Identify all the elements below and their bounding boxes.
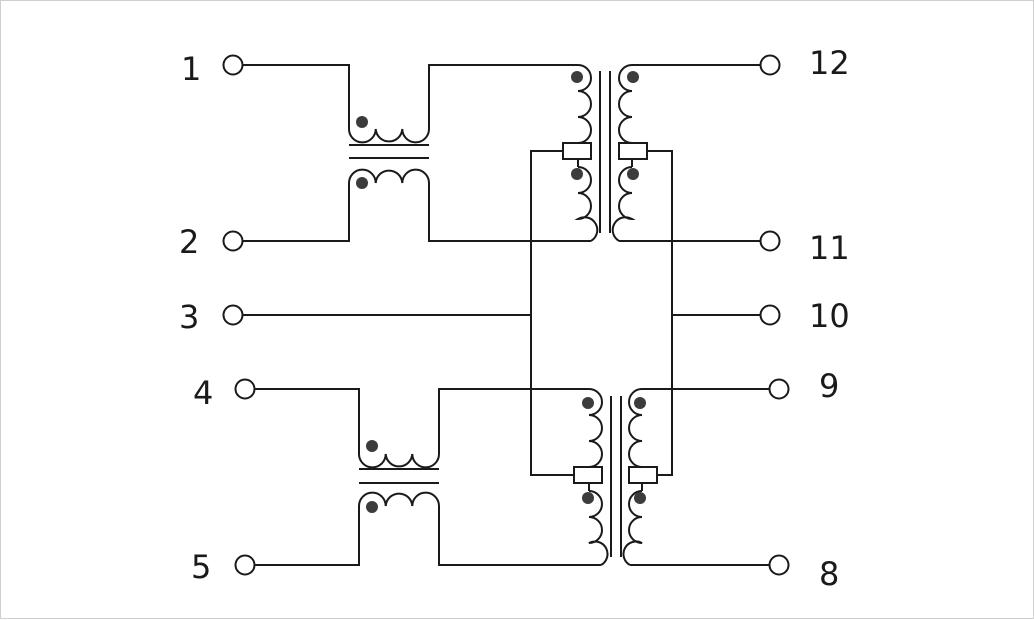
lower-choke-winding-a bbox=[358, 453, 440, 469]
pin-label-12: 12 bbox=[809, 44, 850, 82]
terminal-pin-10 bbox=[759, 304, 781, 326]
pin-label-11: 11 bbox=[809, 229, 850, 267]
lower-common-mode-choke bbox=[255, 388, 601, 566]
polarity-dot bbox=[627, 168, 639, 180]
wire-choke-to-pin2 bbox=[243, 183, 350, 242]
upper-choke-winding-a bbox=[348, 128, 430, 144]
terminal-pin-4 bbox=[234, 378, 256, 400]
lower-primary-winding bbox=[588, 388, 609, 566]
pin-label-10: 10 bbox=[809, 297, 850, 335]
terminal-pin-3 bbox=[222, 304, 244, 326]
wire-choke-to-pin5 bbox=[255, 506, 360, 566]
polarity-dot bbox=[366, 440, 378, 452]
polarity-dot bbox=[627, 71, 639, 83]
polarity-dot bbox=[582, 397, 594, 409]
upper-choke-winding-b bbox=[348, 168, 430, 184]
polarity-dot bbox=[634, 492, 646, 504]
wire-choke-to-upper-primary-end bbox=[428, 183, 591, 242]
upper-secondary-winding bbox=[611, 64, 636, 242]
upper-isolation-transformer bbox=[562, 64, 760, 242]
wire-choke-to-lower-primary bbox=[438, 388, 589, 454]
pin-label-5: 5 bbox=[191, 548, 211, 586]
pin-label-4: 4 bbox=[193, 374, 213, 412]
terminal-pin-1 bbox=[222, 54, 244, 76]
terminal-pin-12 bbox=[759, 54, 781, 76]
polarity-dot bbox=[366, 501, 378, 513]
pin-label-2: 2 bbox=[179, 223, 199, 261]
upper-primary-center-tap bbox=[562, 142, 592, 160]
upper-secondary-center-tap bbox=[618, 142, 648, 160]
polarity-dot bbox=[571, 71, 583, 83]
upper-primary-winding bbox=[574, 64, 599, 242]
lower-choke-winding-b bbox=[358, 491, 440, 507]
center-tap-bus bbox=[243, 150, 760, 476]
terminal-pin-2 bbox=[222, 230, 244, 252]
polarity-dot bbox=[356, 116, 368, 128]
pin-label-9: 9 bbox=[819, 367, 839, 405]
terminal-pin-9 bbox=[768, 378, 790, 400]
lower-isolation-transformer bbox=[573, 388, 769, 566]
wire-choke-to-lower-primary-end bbox=[438, 506, 601, 566]
terminal-pin-8 bbox=[768, 554, 790, 576]
polarity-dot bbox=[582, 492, 594, 504]
polarity-dot bbox=[634, 397, 646, 409]
wire-choke-to-upper-primary bbox=[428, 64, 578, 129]
wire-pin4-to-choke bbox=[255, 388, 360, 454]
polarity-dot bbox=[356, 177, 368, 189]
lower-secondary-center-tap bbox=[628, 466, 658, 484]
lower-secondary-winding bbox=[622, 388, 643, 566]
lower-primary-center-tap bbox=[573, 466, 603, 484]
terminal-pin-5 bbox=[234, 554, 256, 576]
left-center-tap-bus bbox=[530, 150, 574, 476]
terminal-pin-11 bbox=[759, 230, 781, 252]
pin-label-1: 1 bbox=[181, 50, 201, 88]
polarity-dot bbox=[571, 168, 583, 180]
pin-label-8: 8 bbox=[819, 555, 839, 593]
right-center-tap-bus bbox=[647, 150, 673, 476]
wire-pin1-to-choke bbox=[243, 64, 350, 129]
upper-common-mode-choke bbox=[243, 64, 591, 242]
pin-label-3: 3 bbox=[179, 298, 199, 336]
